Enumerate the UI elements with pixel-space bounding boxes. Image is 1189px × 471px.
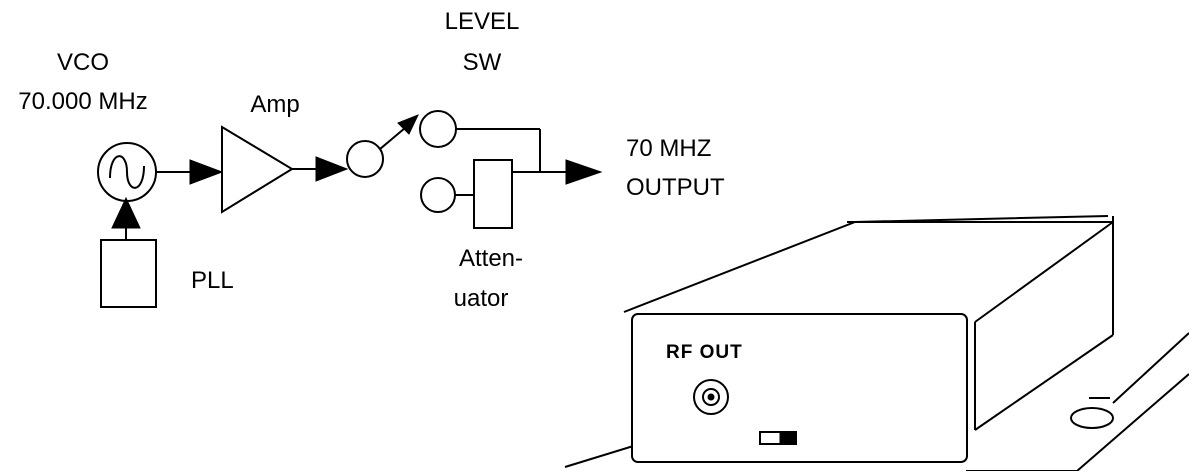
output-label-line1: 70 MHZ <box>626 135 711 162</box>
switch-input-contact <box>346 140 384 178</box>
vco-oscillator-symbol <box>97 142 157 202</box>
rf-out-label: RF OUT <box>666 342 743 363</box>
vco-title: VCO <box>57 49 109 76</box>
switch-lever <box>379 114 419 150</box>
switch-attenuated-contact <box>420 177 456 213</box>
pll-to-vco-arrow <box>111 196 141 240</box>
device-enclosure <box>564 215 1189 471</box>
front-panel <box>631 313 968 463</box>
vco-to-amp-arrow <box>156 159 224 185</box>
enclosure-top-front-edge <box>623 215 1109 313</box>
vco-frequency: 70.000 MHz <box>18 88 147 115</box>
mounting-plate-left-edge <box>564 443 641 468</box>
level-sw-line1: LEVEL <box>445 8 520 35</box>
enclosure-top-right-edge <box>974 221 1114 323</box>
amp-to-switch-arrow <box>292 156 349 182</box>
mounting-plate-back-edge <box>1112 332 1189 404</box>
level-slide-switch[interactable] <box>759 431 797 445</box>
switch-direct-contact <box>419 110 457 148</box>
attenuator-box <box>473 159 513 229</box>
output-label-line2: OUTPUT <box>626 174 725 201</box>
level-sw-line2: SW <box>463 49 502 76</box>
amp-label: Amp <box>250 91 299 118</box>
amplifier-symbol <box>221 125 294 214</box>
attenuator-label-line2: uator <box>454 285 509 312</box>
mounting-hole <box>1070 407 1114 429</box>
mounting-plate-right-edge <box>966 373 1189 471</box>
output-arrow <box>540 159 603 185</box>
attenuator-label-line1: Atten- <box>459 245 523 272</box>
pll-box <box>100 239 157 308</box>
pll-label: PLL <box>191 267 234 294</box>
enclosure-bottom-right-edge <box>974 334 1114 431</box>
rf-out-connector-icon <box>693 379 729 415</box>
